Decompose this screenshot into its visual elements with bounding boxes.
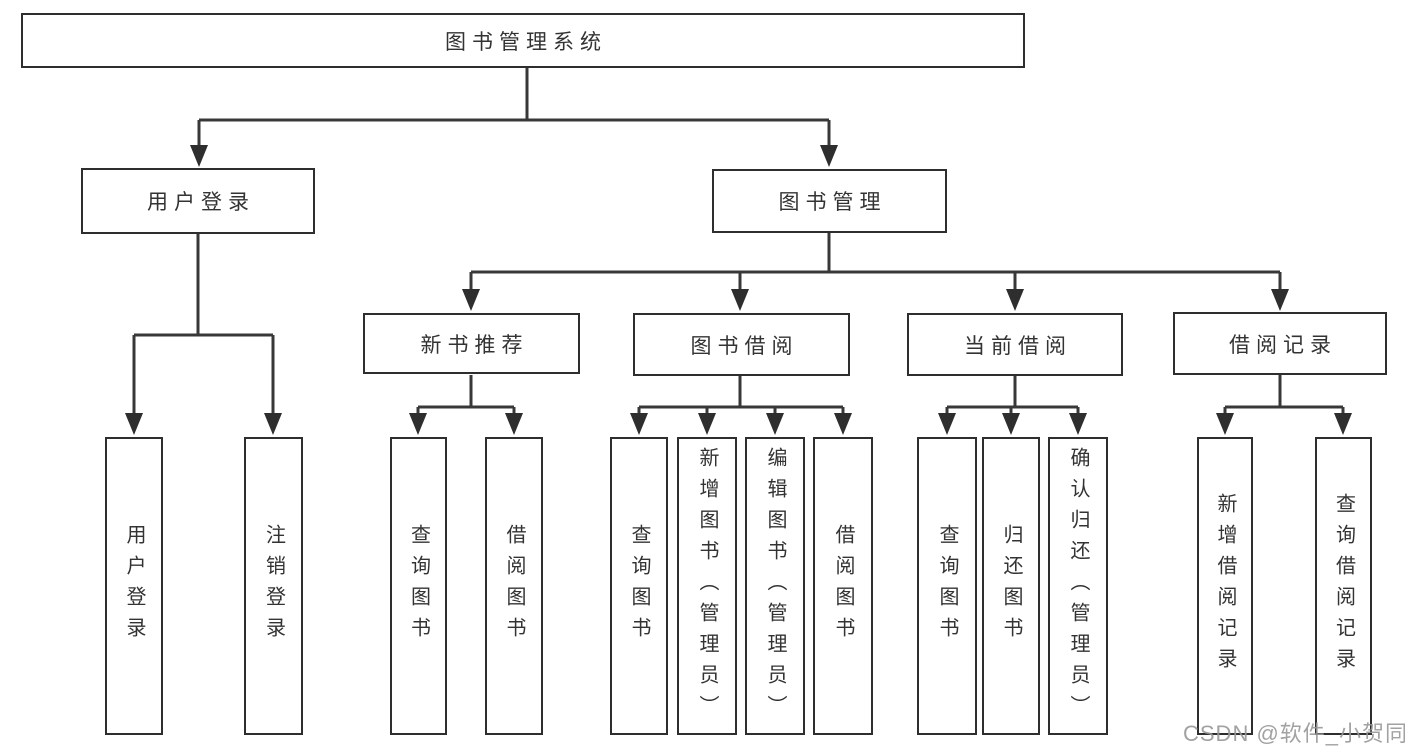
node-current-borrow: 当前借阅 bbox=[907, 313, 1123, 376]
leaf-label: 新增借阅记录 bbox=[1214, 493, 1236, 679]
leaf-return-books: 归还图书 bbox=[982, 437, 1040, 735]
node-user-login: 用户登录 bbox=[81, 168, 315, 234]
leaf-label: 查询图书 bbox=[407, 524, 430, 648]
leaf-label: 查询图书 bbox=[936, 524, 958, 648]
leaf-add-borrow-record: 新增借阅记录 bbox=[1197, 437, 1253, 735]
leaf-add-books-admin: 新增图书（管理员） bbox=[677, 437, 737, 735]
leaf-confirm-return-admin: 确认归还（管理员） bbox=[1048, 437, 1108, 735]
leaf-label: 借阅图书 bbox=[503, 524, 525, 648]
leaf-label: 查询借阅记录 bbox=[1332, 493, 1355, 679]
leaf-label: 借阅图书 bbox=[832, 524, 854, 648]
leaf-edit-books-admin: 编辑图书（管理员） bbox=[745, 437, 805, 735]
leaf-label: 用户登录 bbox=[123, 524, 145, 648]
node-new-book-recommend: 新书推荐 bbox=[363, 313, 580, 374]
leaf-label: 归还图书 bbox=[1000, 524, 1022, 648]
leaf-label: 注销登录 bbox=[262, 524, 285, 648]
leaf-query-books-current: 查询图书 bbox=[917, 437, 977, 735]
node-book-borrow: 图书借阅 bbox=[633, 313, 850, 376]
leaf-query-books-borrow: 查询图书 bbox=[610, 437, 668, 735]
tree-edges bbox=[132, 68, 1345, 416]
arrowheads bbox=[125, 145, 1352, 435]
node-root-library-system: 图书管理系统 bbox=[21, 13, 1025, 68]
leaf-label: 编辑图书（管理员） bbox=[764, 446, 786, 726]
leaf-logout: 注销登录 bbox=[244, 437, 303, 735]
leaf-user-login: 用户登录 bbox=[105, 437, 163, 735]
node-book-management: 图书管理 bbox=[712, 169, 947, 233]
leaf-borrow-books-recommend: 借阅图书 bbox=[485, 437, 543, 735]
leaf-label: 查询图书 bbox=[628, 524, 650, 648]
leaf-label: 确认归还（管理员） bbox=[1067, 446, 1089, 726]
leaf-query-borrow-record: 查询借阅记录 bbox=[1315, 437, 1372, 735]
leaf-label: 新增图书（管理员） bbox=[696, 446, 718, 726]
leaf-query-books-recommend: 查询图书 bbox=[390, 437, 447, 735]
leaf-borrow-books: 借阅图书 bbox=[813, 437, 873, 735]
node-borrow-records: 借阅记录 bbox=[1173, 312, 1387, 375]
csdn-watermark: CSDN @软件_小贺同学 bbox=[1183, 721, 1405, 746]
